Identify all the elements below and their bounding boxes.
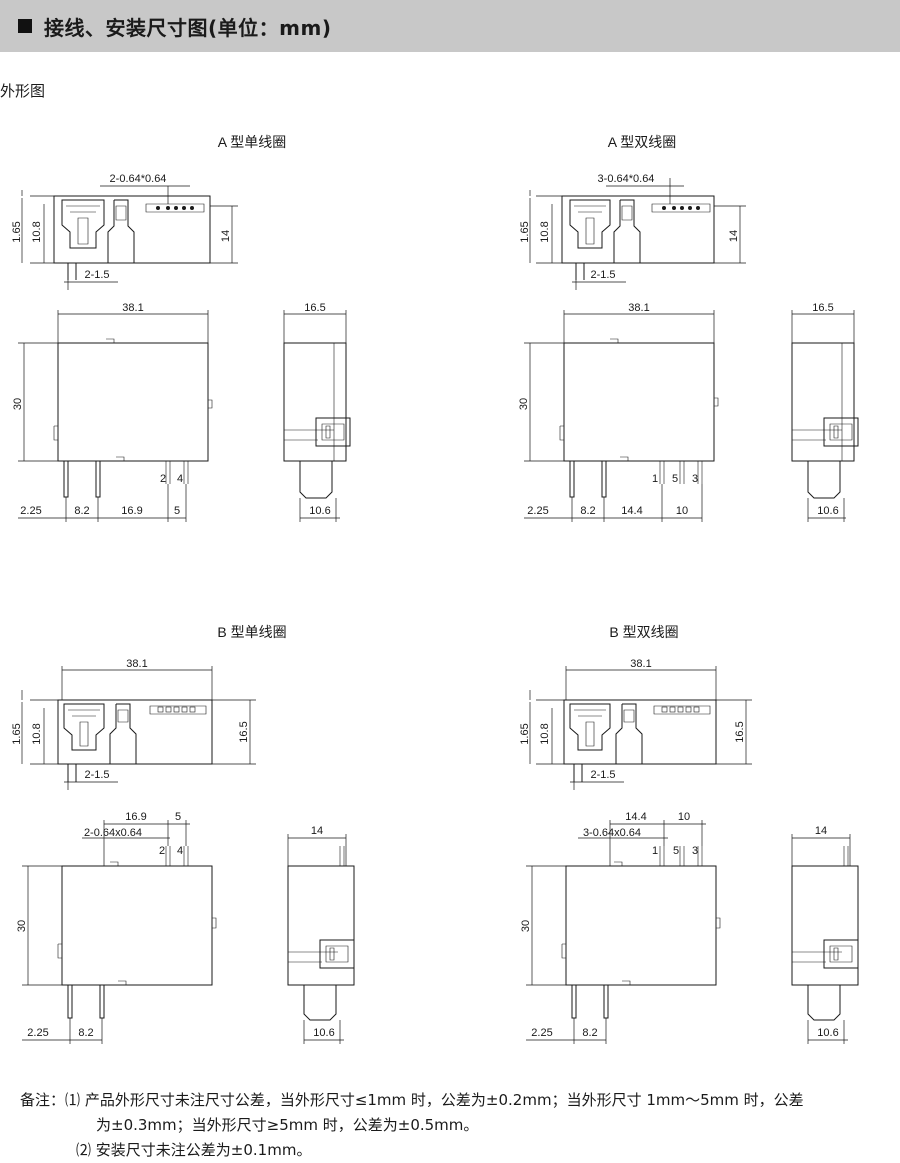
a-double-top-view: 1.65 10.8 14 3-0.64*0.64 2-1.5 (519, 173, 746, 290)
notes: 备注：⑴ 产品外形尺寸未注尺寸公差，当外形尺寸≤1mm 时，公差为±0.2mm；… (20, 1088, 890, 1163)
a-double-dim-1: 2.25 (527, 505, 548, 517)
b-single-h3: 16.5 (238, 721, 250, 742)
note-1-line-2: 为±0.3mm；当外形尺寸≥5mm 时，公差为±0.5mm。 (96, 1116, 479, 1134)
b-double-pin-1: 1 (652, 845, 658, 857)
a-double-pin-1: 1 (652, 473, 658, 485)
b-double-side-width: 14 (815, 825, 827, 837)
a-double-pin-3: 3 (692, 473, 698, 485)
a-double-h2: 10.8 (539, 221, 551, 242)
a-single-pin-label: 2-0.64*0.64 (110, 173, 167, 185)
notes-label: 备注： (20, 1091, 66, 1109)
a-single-h2: 10.8 (31, 221, 43, 242)
a-double-pin-label: 3-0.64*0.64 (598, 173, 655, 185)
a-double-width: 38.1 (628, 302, 649, 314)
square-bullet-icon (18, 19, 32, 33)
a-single-side-width: 16.5 (304, 302, 325, 314)
a-double-side-view: 16.5 10.6 (791, 302, 859, 522)
b-single-pitch: 2-1.5 (84, 769, 109, 781)
a-double-dim-3: 14.4 (621, 505, 642, 517)
a-double-height: 30 (518, 398, 530, 410)
a-double-dim-2: 8.2 (580, 505, 595, 517)
b-single-top-dim-2: 5 (175, 811, 181, 823)
a-single-h1: 1.65 (11, 221, 23, 242)
b-double-h1: 1.65 (519, 723, 531, 744)
header-title: 接线、安装尺寸图(单位：mm) (44, 15, 332, 40)
a-double-side-depth: 10.6 (817, 505, 838, 517)
a-single-width: 38.1 (122, 302, 143, 314)
b-single-top-view: 1.65 10.8 16.5 38.1 2-1.5 (11, 658, 256, 790)
b-single-width: 38.1 (126, 658, 147, 670)
b-single-h1: 1.65 (11, 723, 23, 744)
note-1-text: 产品外形尺寸未注尺寸公差，当外形尺寸≤1mm 时，公差为±0.2mm；当外形尺寸… (84, 1091, 804, 1109)
b-double-top-view: 1.65 10.8 16.5 38.1 2-1.5 (519, 658, 752, 790)
a-single-side-view: 16.5 10.6 (283, 302, 351, 522)
a-double-side-width: 16.5 (812, 302, 833, 314)
a-single-dim-1: 2.25 (20, 505, 41, 517)
a-single-pin-4: 4 (177, 473, 183, 485)
a-single-front-view: 2 4 38.1 30 2.25 8.2 16.9 5 (12, 302, 213, 522)
a-single-diagram: A 型单线圈 1.65 10.8 14 2-0.64*0.64 2-1.5 (11, 134, 351, 522)
b-double-diagram: B 型双线圈 1.65 10.8 16.5 38.1 2-1.5 14.4 (519, 624, 859, 1044)
a-double-diagram: A 型双线圈 1.65 10.8 14 3-0.64*0.64 2-1.5 (518, 134, 859, 522)
b-single-front-view: 16.9 5 2-0.64x0.64 2 4 30 2.25 8.2 (16, 811, 217, 1044)
a-single-pin-2: 2 (160, 473, 166, 485)
a-single-pitch: 2-1.5 (84, 269, 109, 281)
a-double-pitch: 2-1.5 (590, 269, 615, 281)
a-double-title: A 型双线圈 (608, 134, 676, 150)
b-double-front-view: 14.4 10 3-0.64x0.64 1 5 3 30 2.25 8.2 (520, 811, 721, 1044)
b-single-title: B 型单线圈 (217, 624, 286, 640)
b-single-pin-2: 2 (159, 845, 165, 857)
b-double-top-dim-2: 10 (678, 811, 690, 823)
a-double-dim-4: 10 (676, 505, 688, 517)
b-double-title: B 型双线圈 (609, 624, 678, 640)
b-single-pin-4: 4 (177, 845, 183, 857)
b-double-side-depth: 10.6 (817, 1027, 838, 1039)
a-double-pin-5: 5 (672, 473, 678, 485)
b-double-dim-2: 8.2 (582, 1027, 597, 1039)
b-double-pin-label: 3-0.64x0.64 (583, 827, 641, 839)
a-single-side-depth: 10.6 (309, 505, 330, 517)
a-single-title: A 型单线圈 (218, 134, 286, 150)
b-single-h2: 10.8 (31, 723, 43, 744)
b-single-side-depth: 10.6 (313, 1027, 334, 1039)
b-double-dim-1: 2.25 (531, 1027, 552, 1039)
a-single-top-view: 1.65 10.8 14 2-0.64*0.64 2-1.5 (11, 173, 238, 290)
b-single-diagram: B 型单线圈 1.65 10.8 16.5 38.1 2-1.5 16.9 (11, 624, 355, 1044)
b-single-height: 30 (16, 920, 28, 932)
b-double-top-dim-1: 14.4 (625, 811, 646, 823)
note-2-text: 安装尺寸未注公差为±0.1mm。 (95, 1141, 312, 1159)
note-2: ⑵ 安装尺寸未注公差为±0.1mm。 (20, 1138, 890, 1163)
b-double-pin-5: 5 (673, 845, 679, 857)
a-single-height: 30 (12, 398, 24, 410)
b-single-side-view: 14 10.6 (287, 825, 355, 1044)
a-double-h3: 14 (728, 230, 740, 242)
b-single-top-dim-1: 16.9 (125, 811, 146, 823)
outline-drawing-label: 外形图 (0, 82, 46, 100)
b-double-width: 38.1 (630, 658, 651, 670)
a-single-dim-2: 8.2 (74, 505, 89, 517)
b-single-dim-2: 8.2 (78, 1027, 93, 1039)
note-1-line-1: 备注：⑴ 产品外形尺寸未注尺寸公差，当外形尺寸≤1mm 时，公差为±0.2mm；… (20, 1088, 890, 1113)
a-single-h3: 14 (220, 230, 232, 242)
a-double-h1: 1.65 (519, 221, 531, 242)
b-double-pin-3: 3 (692, 845, 698, 857)
b-double-height: 30 (520, 920, 532, 932)
b-single-dim-1: 2.25 (27, 1027, 48, 1039)
b-single-side-width: 14 (311, 825, 323, 837)
section-header: 接线、安装尺寸图(单位：mm) (0, 0, 900, 52)
b-double-h2: 10.8 (539, 723, 551, 744)
a-double-front-view: 1 5 3 38.1 30 2.25 8.2 14.4 10 (518, 302, 719, 522)
note-2-number: ⑵ (76, 1141, 92, 1159)
b-single-pin-label: 2-0.64x0.64 (84, 827, 142, 839)
a-single-dim-3: 16.9 (121, 505, 142, 517)
note-1-number: ⑴ (65, 1091, 81, 1109)
b-double-side-view: 14 10.6 (791, 825, 859, 1044)
b-double-h3: 16.5 (734, 721, 746, 742)
b-double-pitch: 2-1.5 (590, 769, 615, 781)
a-single-dim-4: 5 (174, 505, 180, 517)
